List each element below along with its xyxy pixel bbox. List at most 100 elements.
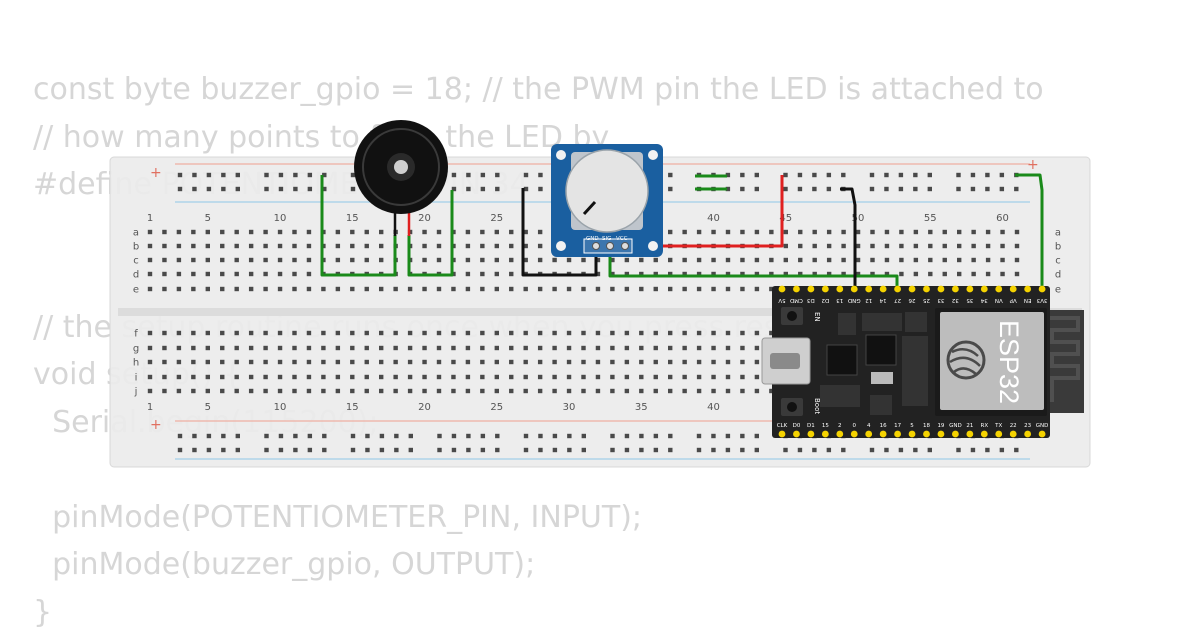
breadboard-hole[interactable] bbox=[639, 389, 643, 393]
breadboard-hole[interactable] bbox=[263, 258, 267, 262]
rail-hole[interactable] bbox=[466, 173, 470, 177]
rail-hole[interactable] bbox=[884, 448, 888, 452]
breadboard-hole[interactable] bbox=[437, 360, 441, 364]
breadboard-hole[interactable] bbox=[784, 230, 788, 234]
breadboard-hole[interactable] bbox=[379, 360, 383, 364]
esp32-pin[interactable] bbox=[938, 286, 945, 293]
rail-hole[interactable] bbox=[740, 173, 744, 177]
breadboard-hole[interactable] bbox=[379, 230, 383, 234]
rail-hole[interactable] bbox=[726, 434, 730, 438]
breadboard-hole[interactable] bbox=[350, 244, 354, 248]
breadboard-hole[interactable] bbox=[148, 244, 152, 248]
breadboard-hole[interactable] bbox=[206, 272, 210, 276]
rail-hole[interactable] bbox=[495, 173, 499, 177]
breadboard-hole[interactable] bbox=[451, 346, 455, 350]
breadboard-hole[interactable] bbox=[408, 346, 412, 350]
breadboard-hole[interactable] bbox=[711, 331, 715, 335]
breadboard-hole[interactable] bbox=[538, 287, 542, 291]
breadboard-hole[interactable] bbox=[292, 375, 296, 379]
breadboard-hole[interactable] bbox=[798, 258, 802, 262]
esp32-pin[interactable] bbox=[865, 431, 872, 438]
breadboard-hole[interactable] bbox=[206, 389, 210, 393]
breadboard-hole[interactable] bbox=[581, 346, 585, 350]
breadboard-hole[interactable] bbox=[307, 258, 311, 262]
breadboard-hole[interactable] bbox=[148, 287, 152, 291]
breadboard-hole[interactable] bbox=[943, 230, 947, 234]
esp32-pin[interactable] bbox=[880, 431, 887, 438]
breadboard-hole[interactable] bbox=[726, 389, 730, 393]
rail-hole[interactable] bbox=[207, 173, 211, 177]
rail-hole[interactable] bbox=[437, 448, 441, 452]
breadboard-hole[interactable] bbox=[1015, 272, 1019, 276]
breadboard-hole[interactable] bbox=[639, 375, 643, 379]
breadboard-hole[interactable] bbox=[495, 230, 499, 234]
breadboard-hole[interactable] bbox=[581, 258, 585, 262]
esp32-pin[interactable] bbox=[894, 286, 901, 293]
breadboard-hole[interactable] bbox=[350, 375, 354, 379]
rail-hole[interactable] bbox=[928, 187, 932, 191]
breadboard-hole[interactable] bbox=[509, 244, 513, 248]
breadboard-hole[interactable] bbox=[307, 331, 311, 335]
breadboard-hole[interactable] bbox=[235, 287, 239, 291]
rail-hole[interactable] bbox=[553, 448, 557, 452]
rail-hole[interactable] bbox=[394, 448, 398, 452]
rail-hole[interactable] bbox=[221, 173, 225, 177]
breadboard-hole[interactable] bbox=[755, 375, 759, 379]
breadboard-hole[interactable] bbox=[986, 230, 990, 234]
breadboard-hole[interactable] bbox=[538, 346, 542, 350]
breadboard-hole[interactable] bbox=[928, 244, 932, 248]
rail-hole[interactable] bbox=[841, 448, 845, 452]
breadboard-hole[interactable] bbox=[914, 272, 918, 276]
breadboard-hole[interactable] bbox=[711, 230, 715, 234]
breadboard-hole[interactable] bbox=[278, 287, 282, 291]
rail-hole[interactable] bbox=[308, 187, 312, 191]
esp32-pin[interactable] bbox=[880, 286, 887, 293]
breadboard-hole[interactable] bbox=[856, 244, 860, 248]
breadboard-hole[interactable] bbox=[870, 244, 874, 248]
breadboard-hole[interactable] bbox=[437, 258, 441, 262]
rail-hole[interactable] bbox=[466, 448, 470, 452]
rail-hole[interactable] bbox=[711, 434, 715, 438]
breadboard-hole[interactable] bbox=[899, 272, 903, 276]
breadboard-hole[interactable] bbox=[235, 331, 239, 335]
breadboard-hole[interactable] bbox=[191, 230, 195, 234]
breadboard-hole[interactable] bbox=[841, 244, 845, 248]
breadboard-hole[interactable] bbox=[682, 258, 686, 262]
rail-hole[interactable] bbox=[971, 187, 975, 191]
breadboard-hole[interactable] bbox=[177, 244, 181, 248]
rail-hole[interactable] bbox=[293, 434, 297, 438]
rail-hole[interactable] bbox=[322, 448, 326, 452]
breadboard-hole[interactable] bbox=[162, 287, 166, 291]
rail-hole[interactable] bbox=[582, 434, 586, 438]
breadboard-hole[interactable] bbox=[668, 230, 672, 234]
rail-hole[interactable] bbox=[582, 448, 586, 452]
breadboard-hole[interactable] bbox=[654, 331, 658, 335]
rail-hole[interactable] bbox=[236, 448, 240, 452]
breadboard-hole[interactable] bbox=[639, 331, 643, 335]
rail-hole[interactable] bbox=[668, 173, 672, 177]
rail-hole[interactable] bbox=[207, 434, 211, 438]
breadboard-hole[interactable] bbox=[350, 258, 354, 262]
rail-hole[interactable] bbox=[221, 187, 225, 191]
rail-hole[interactable] bbox=[812, 187, 816, 191]
breadboard-hole[interactable] bbox=[191, 360, 195, 364]
rail-hole[interactable] bbox=[985, 187, 989, 191]
rail-hole[interactable] bbox=[827, 187, 831, 191]
breadboard-hole[interactable] bbox=[307, 244, 311, 248]
breadboard-hole[interactable] bbox=[509, 272, 513, 276]
breadboard-hole[interactable] bbox=[249, 360, 253, 364]
breadboard-hole[interactable] bbox=[639, 346, 643, 350]
esp32-pin[interactable] bbox=[981, 286, 988, 293]
breadboard-hole[interactable] bbox=[711, 346, 715, 350]
breadboard-hole[interactable] bbox=[278, 331, 282, 335]
breadboard-hole[interactable] bbox=[148, 360, 152, 364]
rail-hole[interactable] bbox=[1000, 448, 1004, 452]
breadboard-hole[interactable] bbox=[625, 258, 629, 262]
breadboard-hole[interactable] bbox=[206, 331, 210, 335]
breadboard-hole[interactable] bbox=[755, 360, 759, 364]
breadboard-hole[interactable] bbox=[263, 230, 267, 234]
breadboard-hole[interactable] bbox=[509, 287, 513, 291]
pot-pin-vcc[interactable] bbox=[622, 243, 629, 250]
rail-hole[interactable] bbox=[740, 434, 744, 438]
breadboard-hole[interactable] bbox=[220, 375, 224, 379]
